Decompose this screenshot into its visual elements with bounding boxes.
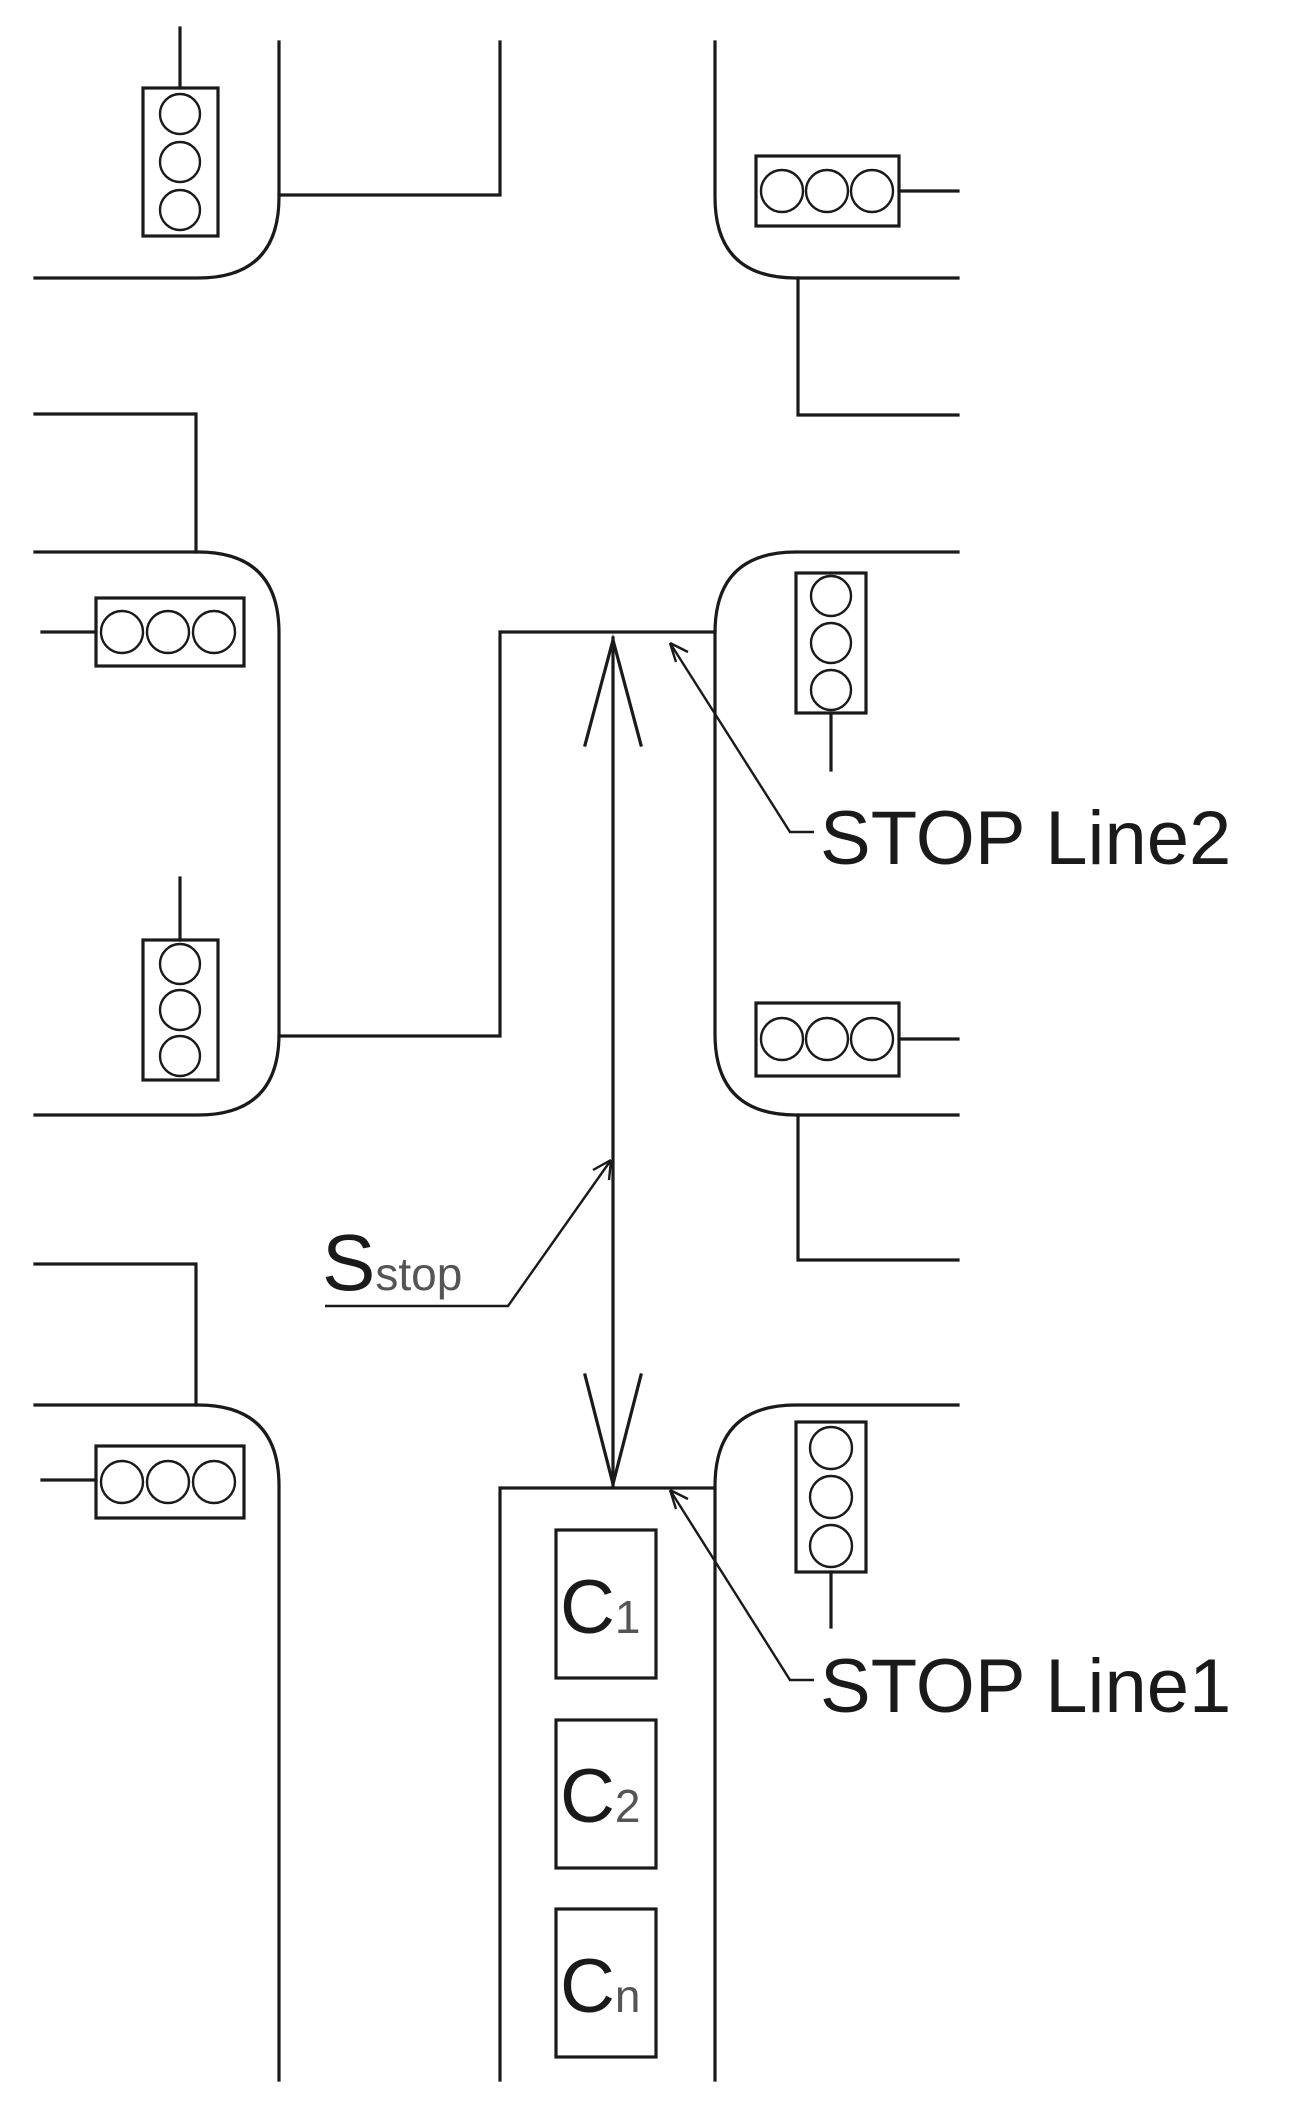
car-subscript: 2 xyxy=(615,1780,641,1832)
median-middle-right xyxy=(796,1113,960,1262)
s-stop-label: Sstop xyxy=(322,1218,462,1307)
leader-s-stop xyxy=(325,1159,612,1308)
car-label: C xyxy=(560,1944,615,2029)
traffic-light-icon xyxy=(141,876,220,1082)
leader-lines xyxy=(325,641,814,1682)
traffic-light-icon xyxy=(40,596,246,668)
median-bottom-left-top xyxy=(33,1262,198,1407)
road-edge-middle-left xyxy=(33,550,281,1117)
median-middle-left-top xyxy=(33,412,198,554)
car-label: C xyxy=(560,1754,615,1839)
stop-line1-label: STOP Line1 xyxy=(820,1644,1231,1729)
svg-text:C1: C1 xyxy=(560,1565,640,1650)
traffic-light-icon xyxy=(794,571,868,772)
car-2: C2 xyxy=(554,1718,658,1870)
road-edge-top-left xyxy=(33,40,281,280)
road-edges xyxy=(33,40,960,2082)
s-stop-main: S xyxy=(322,1218,375,1307)
arrow-up-icon xyxy=(583,633,643,747)
car-queue: C1 C2 Cn xyxy=(554,1528,658,2059)
road-edge-bottom-left xyxy=(33,1403,281,2082)
traffic-light-icon xyxy=(754,154,960,228)
lane-divider-bottom xyxy=(498,1486,717,2082)
stop-line2-label: STOP Line2 xyxy=(820,796,1231,881)
median-top-right xyxy=(796,276,960,417)
arrow-down-icon xyxy=(583,1373,643,1485)
svg-text:C2: C2 xyxy=(560,1754,640,1839)
s-stop-subscript: stop xyxy=(375,1248,462,1300)
traffic-lights xyxy=(40,26,960,1629)
traffic-light-icon xyxy=(754,1001,960,1078)
leader-stop-line1 xyxy=(668,1489,814,1682)
road-edge-middle-right xyxy=(713,550,960,1117)
svg-text:Cn: Cn xyxy=(560,1944,640,2029)
car-n: Cn xyxy=(554,1907,658,2059)
road-edge-bottom-right xyxy=(713,1403,960,2082)
median-top-left xyxy=(277,40,502,197)
car-subscript: n xyxy=(615,1970,641,2022)
car-subscript: 1 xyxy=(615,1591,641,1643)
traffic-light-icon xyxy=(794,1420,868,1629)
traffic-light-icon xyxy=(40,1444,246,1520)
car-label: C xyxy=(560,1565,615,1650)
median-middle-left xyxy=(277,630,717,1038)
stop-distance-dimension xyxy=(583,633,643,1488)
road-edge-top-right xyxy=(713,40,960,280)
traffic-light-icon xyxy=(141,26,220,238)
leader-stop-line2 xyxy=(668,642,814,834)
car-1: C1 xyxy=(554,1528,658,1680)
